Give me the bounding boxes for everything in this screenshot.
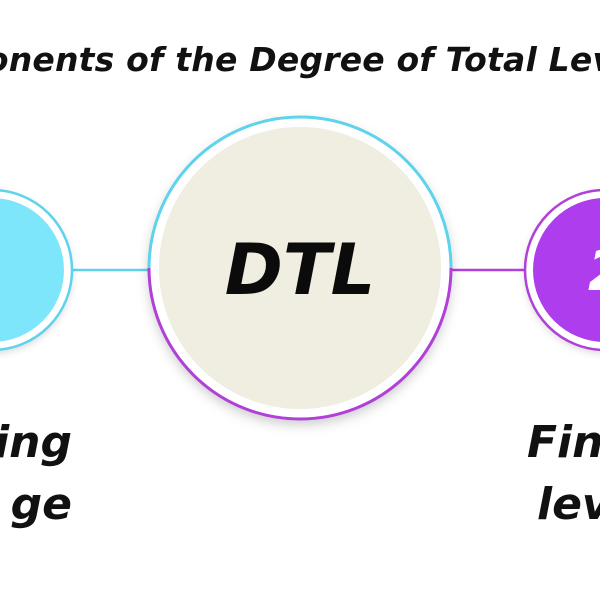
diagram-title: onents of the Degree of Total Lev (0, 40, 600, 79)
right-caption-line2: lev (537, 479, 600, 530)
center-node: DTL (147, 115, 453, 421)
center-node-top-arc (147, 115, 453, 269)
center-node-fill (159, 127, 441, 409)
right-caption-line1: Fin (527, 417, 600, 468)
right-node-caption: Fin lev (527, 412, 600, 536)
left-caption-line1: ting (0, 417, 72, 468)
left-node-fill (0, 198, 64, 342)
left-node (0, 189, 74, 351)
right-node-fill (533, 198, 600, 342)
right-node-digit: 2 (588, 239, 600, 304)
center-node-label: DTL (225, 229, 375, 311)
center-node-bottom-arc (147, 267, 453, 421)
left-caption-line2: ge (10, 479, 72, 530)
right-node: 2 (523, 188, 600, 352)
left-node-caption: ting ge (0, 412, 72, 536)
